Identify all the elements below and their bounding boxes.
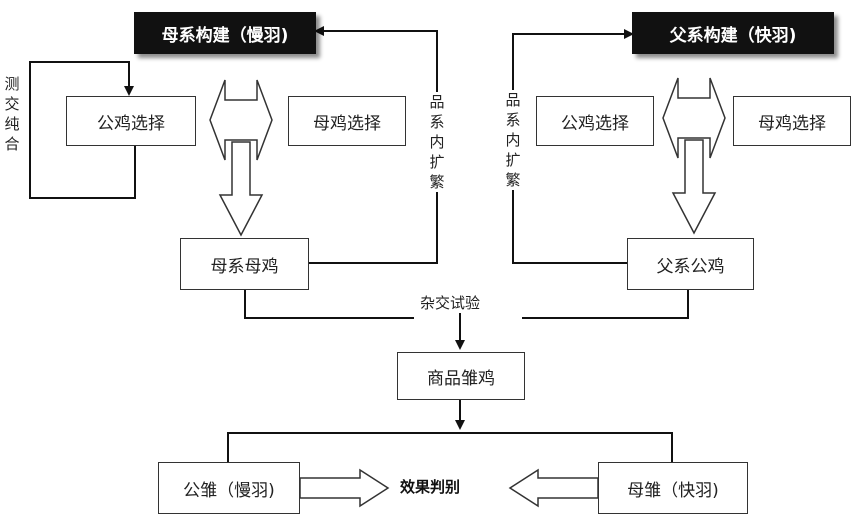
effect-judgment-label: 效果判别	[400, 476, 460, 497]
maternal-down-arrow	[220, 142, 262, 235]
commercial-chick: 商品雏鸡	[397, 352, 525, 400]
maternal-line-hen: 母系母鸡	[180, 238, 309, 290]
cross-line-right	[522, 290, 688, 318]
maternal-rooster-select: 公鸡选择	[66, 96, 196, 146]
paternal-expansion-label: 品系内扩繁	[504, 90, 522, 190]
cross-test-label: 杂交试验	[416, 292, 484, 313]
paternal-expansion-line	[513, 34, 632, 263]
paternal-header: 父系构建（快羽)	[632, 12, 834, 54]
cross-line-left	[245, 290, 414, 318]
maternal-header: 母系构建（慢羽)	[134, 12, 316, 54]
female-to-judgment-arrow	[510, 470, 598, 506]
female-chick-fast-feather: 母雏（快羽)	[598, 462, 748, 514]
paternal-line-rooster: 父系公鸡	[627, 238, 754, 290]
maternal-hen-select: 母鸡选择	[288, 96, 406, 146]
split-line	[228, 433, 672, 462]
paternal-down-arrow	[673, 140, 715, 233]
test-cross-label: 测交纯合	[3, 74, 21, 154]
maternal-expansion-label: 品系内扩繁	[428, 92, 446, 192]
male-chick-slow-feather: 公雏（慢羽)	[158, 462, 300, 514]
paternal-rooster-select: 公鸡选择	[536, 96, 654, 146]
male-to-judgment-arrow	[300, 470, 388, 506]
paternal-hen-select: 母鸡选择	[733, 96, 851, 146]
maternal-expansion-line	[309, 31, 437, 263]
